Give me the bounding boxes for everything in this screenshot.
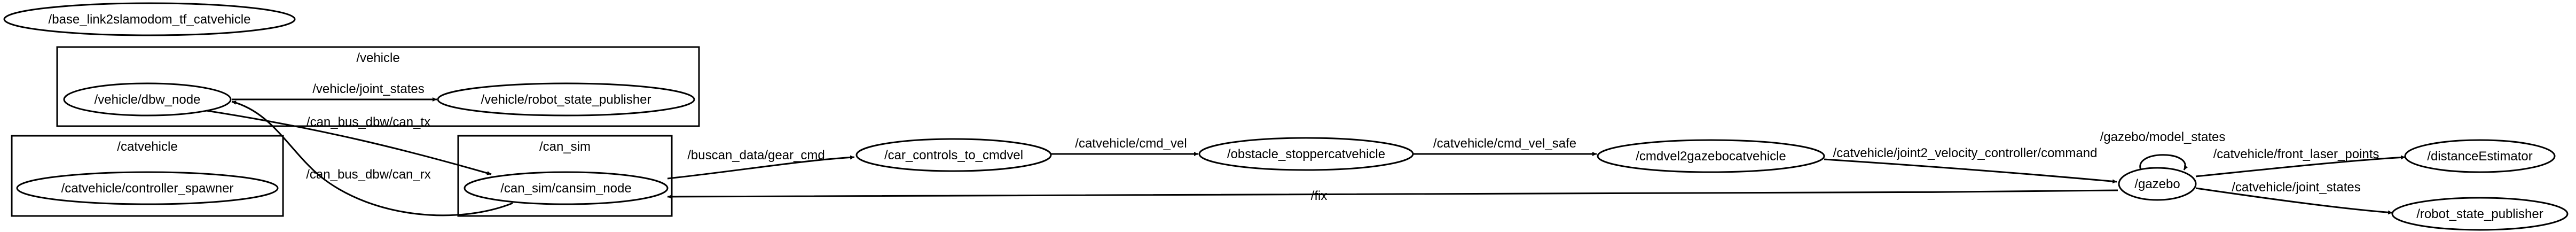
cluster-label: /vehicle [356,51,399,65]
node-robot-state-publisher[interactable]: /robot_state_publisher [2391,197,2569,231]
edge-label: /can_bus_dbw/can_rx [306,167,430,182]
edge-vehicle-joint-states: /vehicle/joint_states [232,82,437,102]
edge-joint-states: /catvehicle/joint_states [2195,180,2393,215]
node-label: /gazebo [2134,177,2180,191]
edge-line [2195,187,2393,215]
node-can-sim-cansim-node[interactable]: /can_sim/cansim_node [464,171,669,205]
node-gazebo[interactable]: /gazebo [2118,167,2197,201]
edge-line [231,100,513,216]
node-label: /vehicle/robot_state_publisher [481,92,651,107]
node-label: /obstacle_stoppercatvehicle [1227,147,1385,161]
cluster-catvehicle: /catvehicle [11,135,284,217]
edge-cmd-vel: /catvehicle/cmd_vel [1051,136,1198,156]
edge-line [1824,158,2117,184]
edge-line [2195,155,2406,177]
node-catvehicle-controller-spawner[interactable]: /catvehicle/controller_spawner [16,171,279,205]
node-label: /robot_state_publisher [2416,207,2543,221]
edge-label: /catvehicle/joint_states [2232,180,2360,195]
node-cmdvel2gazebocatvehicle[interactable]: /cmdvel2gazebocatvehicle [1597,139,1825,173]
cluster-label: /can_sim [539,140,591,154]
node-car-controls-to-cmdvel[interactable]: /car_controls_to_cmdvel [855,138,1052,172]
edge-label: /catvehicle/cmd_vel_safe [1433,136,1576,151]
node-label: /vehicle/dbw_node [95,92,201,107]
node-label: /distanceEstimator [2427,149,2532,164]
edge-front-laser-points: /catvehicle/front_laser_points [2195,147,2406,177]
node-label: /catvehicle/controller_spawner [61,181,234,196]
node-distance-estimator[interactable]: /distanceEstimator [2404,139,2556,173]
edge-model-states: /gazebo/model_states [2100,130,2226,172]
edge-label: /vehicle/joint_states [312,82,424,96]
edge-line [667,189,2118,199]
edge-joint2-velocity-command: /catvehicle/joint2_velocity_controller/c… [1824,146,2117,184]
edge-label: /buscan_data/gear_cmd [687,148,825,163]
edge-line [2139,154,2188,172]
edge-can-rx: /can_bus_dbw/can_rx [231,100,513,216]
edge-label: /catvehicle/joint2_velocity_controller/c… [1833,146,2098,160]
edge-can-tx: /can_bus_dbw/can_tx [202,109,492,175]
node-label: /base_link2slamodom_tf_catvehicle [49,12,251,27]
node-label: /can_sim/cansim_node [500,181,631,196]
node-label: /cmdvel2gazebocatvehicle [1636,149,1786,164]
edge-label: /fix [1311,189,1328,203]
edge-label: /catvehicle/front_laser_points [2213,147,2379,161]
cluster-label: /catvehicle [117,140,177,154]
edge-cmd-vel-safe: /catvehicle/cmd_vel_safe [1413,136,1597,156]
edge-label: /catvehicle/cmd_vel [1075,136,1187,151]
node-base-link2slamodom-tf-catvehicle[interactable]: /base_link2slamodom_tf_catvehicle [3,2,296,36]
cluster-can-sim: /can_sim [457,135,673,217]
cluster-vehicle: /vehicle [56,46,700,127]
node-vehicle-dbw-node[interactable]: /vehicle/dbw_node [63,82,232,117]
edge-line [667,155,855,180]
edge-line [202,109,492,175]
edge-buscan-gear-cmd: /buscan_data/gear_cmd [667,148,855,180]
node-vehicle-robot-state-publisher[interactable]: /vehicle/robot_state_publisher [437,82,695,117]
edge-label: /gazebo/model_states [2100,130,2226,144]
edge-fix: /fix [667,189,2118,203]
node-obstacle-stoppercatvehicle[interactable]: /obstacle_stoppercatvehicle [1198,137,1414,171]
node-label: /car_controls_to_cmdvel [884,148,1023,163]
edge-label: /can_bus_dbw/can_tx [307,115,430,129]
